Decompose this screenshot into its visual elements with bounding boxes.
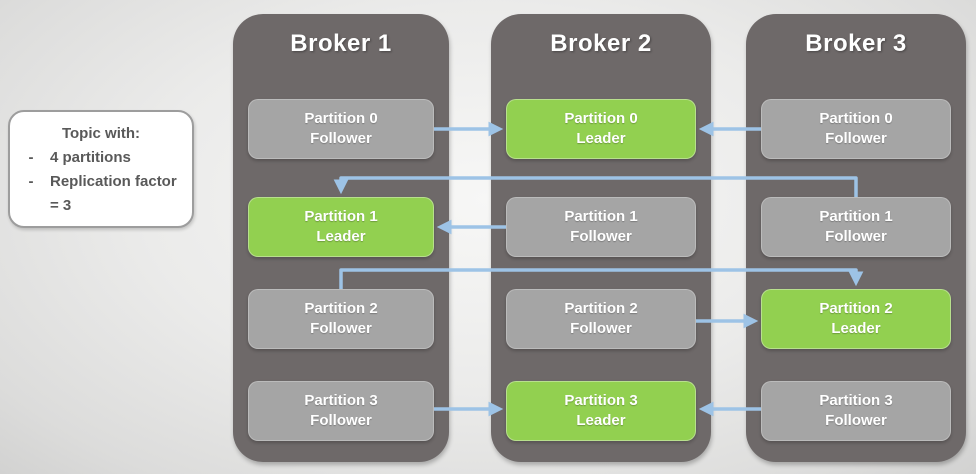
- topic-note-item-label: Replication factor = 3: [50, 173, 177, 214]
- partition-box-broker3-p3: Partition 3 Follower: [761, 381, 951, 441]
- partition-role: Follower: [310, 320, 372, 337]
- broker-3-title: Broker 3: [805, 30, 907, 57]
- partition-name: Partition 3: [564, 392, 638, 409]
- partition-role: Follower: [570, 228, 632, 245]
- partition-role: Follower: [310, 412, 372, 429]
- topic-note-callout: Topic with: - 4 partitions - Replication…: [8, 110, 194, 228]
- partition-name: Partition 3: [304, 392, 378, 409]
- topic-note-title: Topic with:: [61, 125, 141, 142]
- partition-box-broker2-p3: Partition 3 Leader: [506, 381, 696, 441]
- broker-3-container: Broker 3 Partition 0 Follower Partition …: [746, 14, 966, 462]
- partition-name: Partition 0: [564, 110, 638, 127]
- partition-box-broker2-p1: Partition 1 Follower: [506, 197, 696, 257]
- partition-role: Leader: [576, 130, 626, 147]
- partition-box-broker1-p0: Partition 0 Follower: [248, 99, 434, 159]
- partition-box-broker3-p1: Partition 1 Follower: [761, 197, 951, 257]
- partition-role: Leader: [576, 412, 626, 429]
- partition-role: Follower: [825, 130, 887, 147]
- partition-name: Partition 2: [819, 300, 893, 317]
- partition-role: Follower: [570, 320, 632, 337]
- bullet-dash: -: [28, 173, 34, 190]
- partition-box-broker1-p2: Partition 2 Follower: [248, 289, 434, 349]
- partition-role: Leader: [316, 228, 366, 245]
- broker-2-container: Broker 2 Partition 0 Leader Partition 1 …: [491, 14, 711, 462]
- partition-name: Partition 2: [564, 300, 638, 317]
- broker-1-title: Broker 1: [290, 30, 392, 57]
- partition-name: Partition 0: [819, 110, 893, 127]
- partition-role: Follower: [825, 412, 887, 429]
- topic-note-item-label: 4 partitions: [50, 149, 131, 166]
- partition-box-broker2-p0: Partition 0 Leader: [506, 99, 696, 159]
- partition-name: Partition 3: [819, 392, 893, 409]
- broker-2-title: Broker 2: [550, 30, 652, 57]
- partition-box-broker2-p2: Partition 2 Follower: [506, 289, 696, 349]
- partition-role: Follower: [825, 228, 887, 245]
- partition-role: Leader: [831, 320, 881, 337]
- partition-box-broker3-p2: Partition 2 Leader: [761, 289, 951, 349]
- topic-note-item-partitions: - 4 partitions: [18, 146, 184, 170]
- broker-1-container: Broker 1 Partition 0 Follower Partition …: [233, 14, 449, 462]
- partition-name: Partition 1: [304, 208, 378, 225]
- partition-box-broker1-p1: Partition 1 Leader: [248, 197, 434, 257]
- topic-note-item-replication: - Replication factor = 3: [18, 170, 184, 218]
- partition-role: Follower: [310, 130, 372, 147]
- partition-name: Partition 2: [304, 300, 378, 317]
- bullet-dash: -: [28, 149, 34, 166]
- partition-box-broker1-p3: Partition 3 Follower: [248, 381, 434, 441]
- partition-name: Partition 1: [819, 208, 893, 225]
- partition-box-broker3-p0: Partition 0 Follower: [761, 99, 951, 159]
- partition-name: Partition 1: [564, 208, 638, 225]
- partition-name: Partition 0: [304, 110, 378, 127]
